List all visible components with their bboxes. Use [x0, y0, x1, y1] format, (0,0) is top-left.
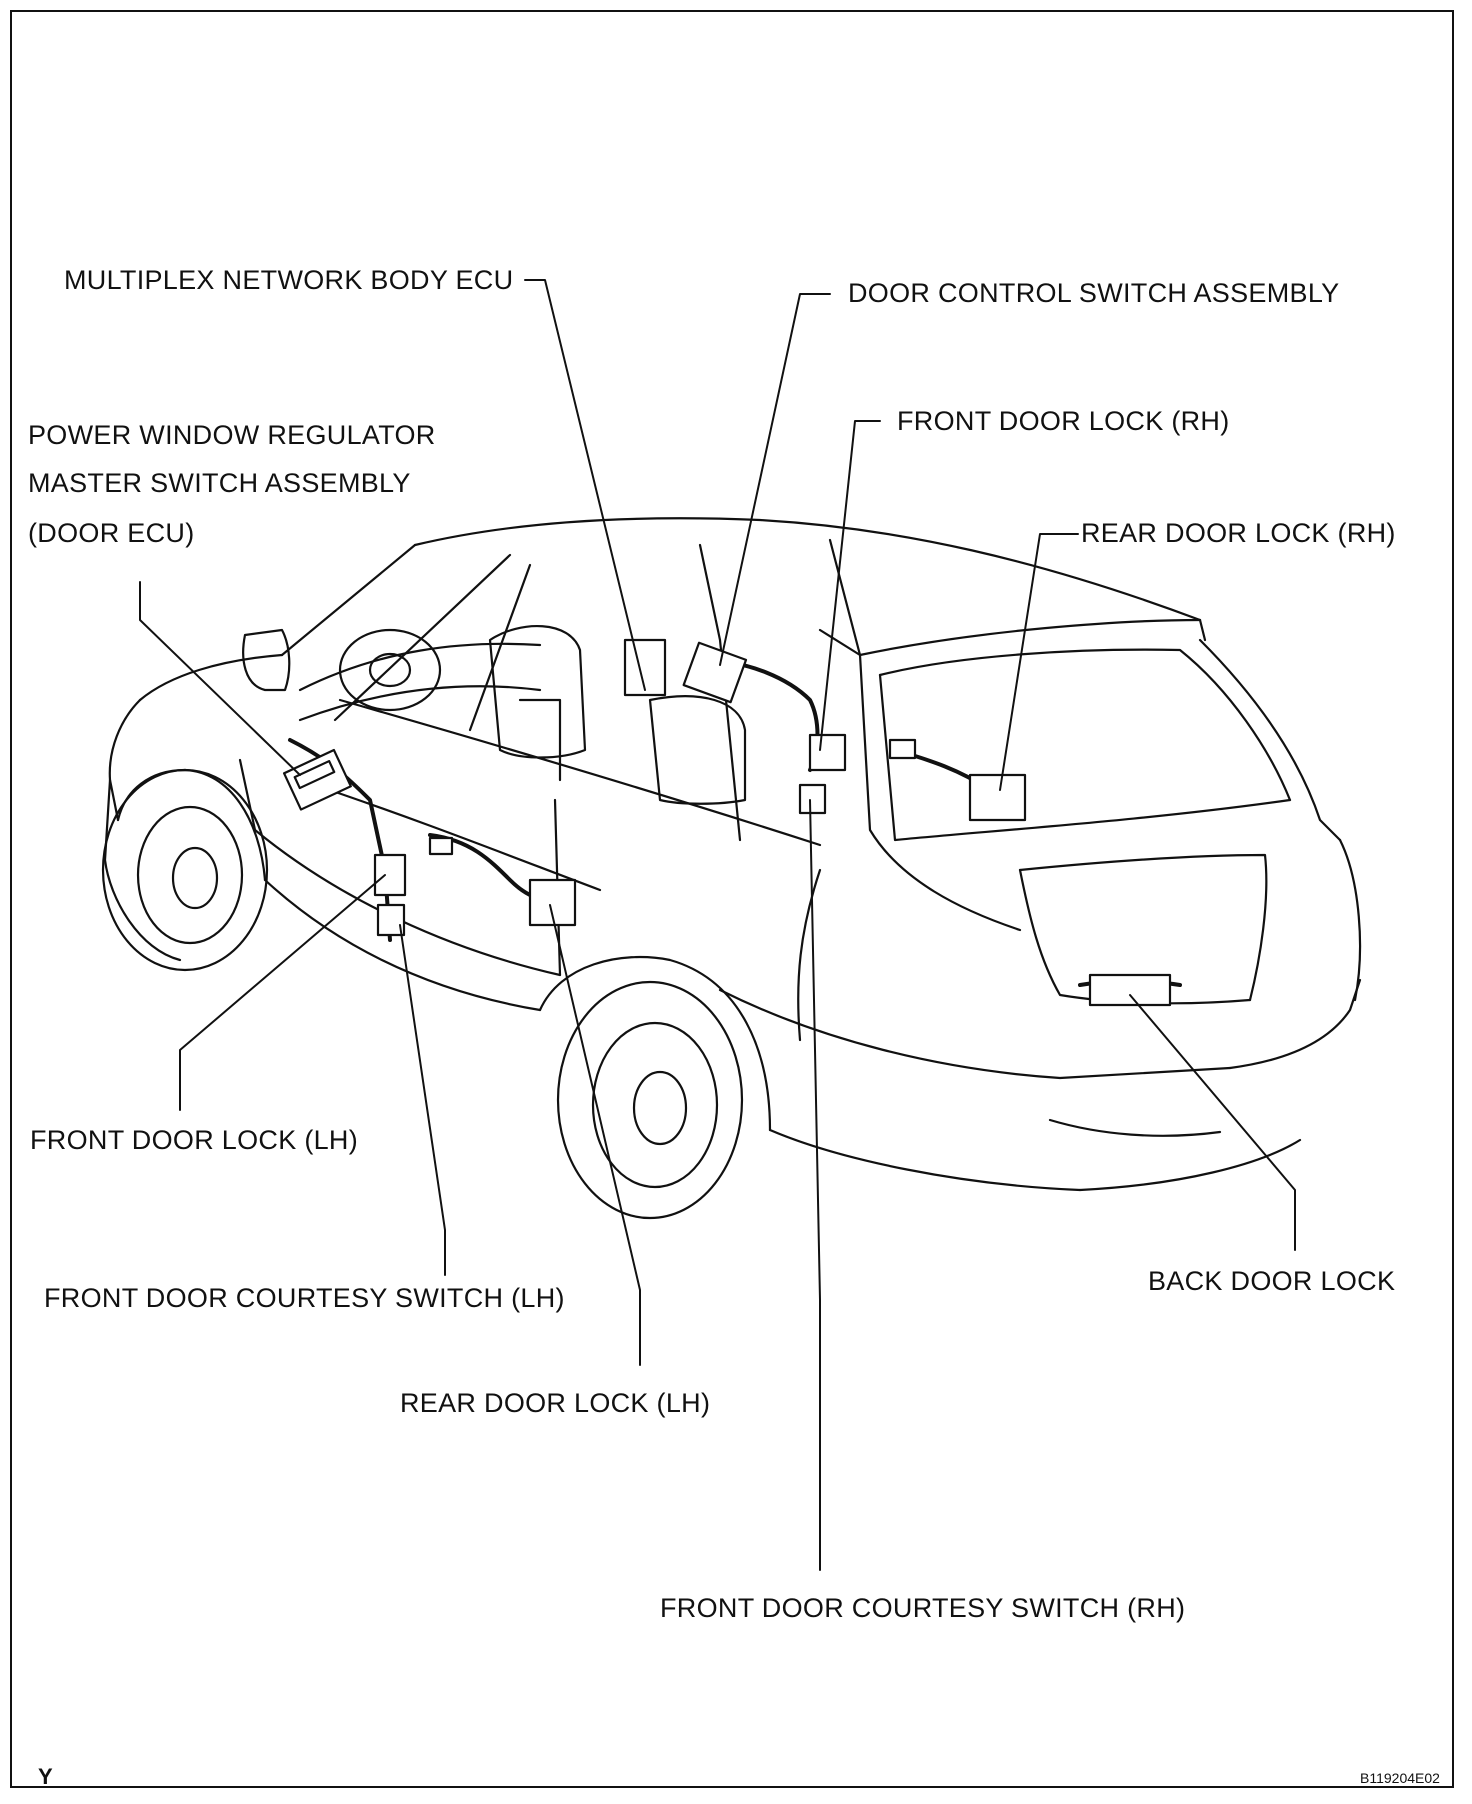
leader-rear-door-lock-rh [999, 533, 1079, 791]
front-courtesy-rh-unit [798, 783, 827, 815]
diagram-frame [10, 10, 1454, 1788]
leader-front-courtesy-lh [399, 924, 446, 1276]
car-body [101, 517, 1362, 1220]
rear-door-lock-rh-unit [968, 773, 1027, 822]
label-back-door-lock: BACK DOOR LOCK [1148, 1266, 1396, 1296]
components [282, 638, 1172, 1007]
label-front-courtesy-rh: FRONT DOOR COURTESY SWITCH (RH) [660, 1593, 1186, 1623]
leader-front-courtesy-rh [809, 799, 821, 1571]
label-power-window-line2: MASTER SWITCH ASSEMBLY [28, 468, 411, 498]
multiplex-body-ecu [623, 638, 667, 697]
back-door-lock-unit [1088, 973, 1172, 1007]
leader-front-door-lock-rh [819, 420, 881, 751]
front-door-lock-lh-unit [373, 853, 407, 897]
label-front-door-lock-rh: FRONT DOOR LOCK (RH) [897, 406, 1230, 436]
leader-rear-door-lock-lh [549, 904, 641, 1366]
leader-front-door-lock-lh [179, 874, 386, 1111]
label-rear-door-lock-lh: REAR DOOR LOCK (LH) [400, 1388, 711, 1418]
leader-door-control-switch [719, 293, 831, 666]
leader-multiplex-ecu [524, 279, 646, 691]
label-power-window-line1: POWER WINDOW REGULATOR [28, 420, 436, 450]
figure-code: B119204E02 [1360, 1770, 1440, 1786]
door-control-switch [682, 641, 748, 704]
leader-back-door-lock [1129, 994, 1296, 1251]
front-courtesy-lh-unit [376, 903, 406, 937]
label-rear-door-lock-rh: REAR DOOR LOCK (RH) [1081, 518, 1396, 548]
corner-mark: Y [38, 1764, 53, 1789]
leader-power-window [139, 581, 301, 776]
leader-lines [139, 279, 1296, 1571]
label-multiplex-ecu: MULTIPLEX NETWORK BODY ECU [64, 265, 514, 295]
front-door-lock-rh-unit [808, 733, 847, 772]
label-power-window-line3: (DOOR ECU) [28, 518, 195, 548]
label-front-door-lock-lh: FRONT DOOR LOCK (LH) [30, 1125, 359, 1155]
label-front-courtesy-lh: FRONT DOOR COURTESY SWITCH (LH) [44, 1283, 565, 1313]
label-door-control-switch: DOOR CONTROL SWITCH ASSEMBLY [848, 278, 1340, 308]
